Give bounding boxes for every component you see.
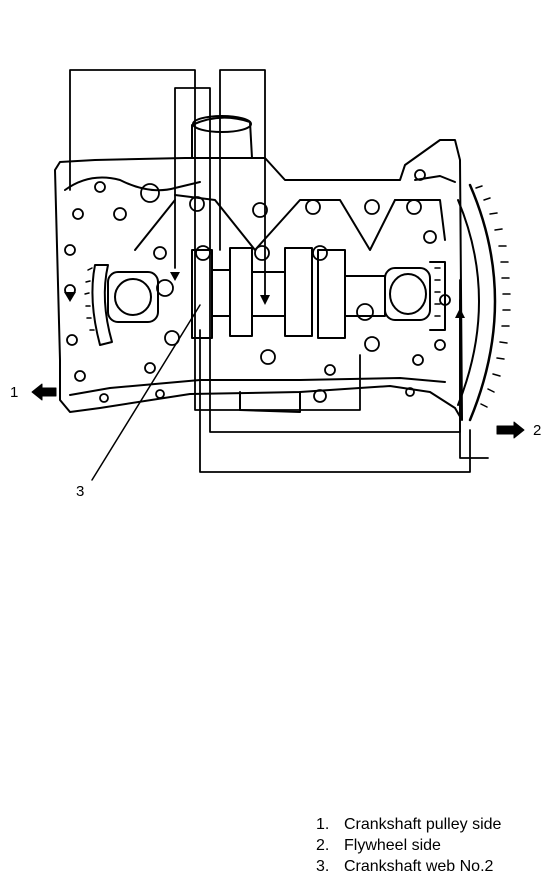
legend-item-number: 2.: [316, 837, 330, 854]
legend-item-number: 1.: [316, 816, 330, 833]
legend-item-number: 3.: [316, 858, 330, 875]
callout-label-3: 3: [76, 483, 85, 500]
cylinder-block: [54, 115, 463, 421]
crankshaft: [84, 247, 446, 346]
legend: 1. Crankshaft pulley side 2. Flywheel side…: [316, 814, 501, 877]
bolt-holes: [64, 169, 451, 403]
sequence-lines: [69, 69, 489, 473]
callout-leader-3: [91, 304, 201, 481]
legend-item: 1. Crankshaft pulley side: [316, 814, 501, 835]
legend-item-text: Crankshaft web No.2: [344, 858, 494, 875]
legend-item: 3. Crankshaft web No.2: [316, 856, 501, 877]
callout-label-1: 1: [10, 384, 19, 401]
legend-item-text: Flywheel side: [344, 837, 441, 854]
arrow-right-flywheel-side: [496, 421, 525, 439]
crankshaft-bearing-cap-diagram: [31, 69, 525, 481]
legend-item: 2. Flywheel side: [316, 835, 501, 856]
arrow-left-pulley-side: [31, 383, 57, 401]
flywheel: [457, 183, 511, 422]
sequence-arrows: [64, 272, 465, 318]
callout-label-2: 2: [533, 422, 542, 439]
legend-item-text: Crankshaft pulley side: [344, 816, 502, 833]
